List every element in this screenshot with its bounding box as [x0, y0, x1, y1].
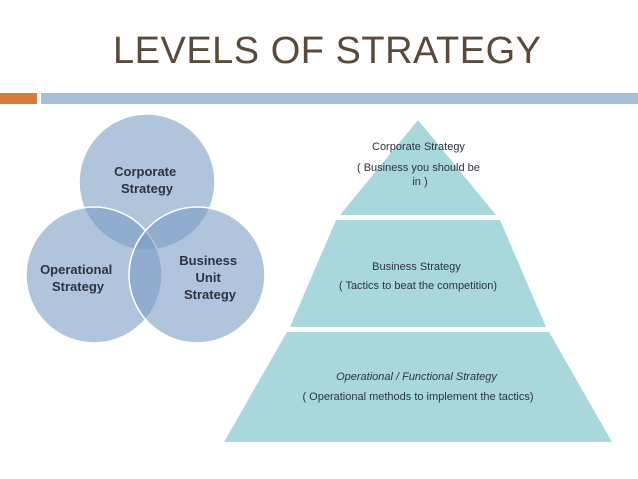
- pyramid-diagram: Corporate Strategy ( Business you should…: [224, 120, 612, 442]
- venn-corporate-line-2: Strategy: [121, 181, 174, 196]
- pyramid-middle-line-2: ( Tactics to beat the competition): [339, 280, 497, 292]
- venn-diagram: Corporate Strategy Operational Strategy …: [25, 113, 266, 344]
- accent-bar-orange: [0, 93, 37, 104]
- pyramid-top-line-3: in ): [412, 176, 427, 188]
- venn-circle-business-unit: [128, 206, 266, 344]
- slide-title: LEVELS OF STRATEGY: [113, 30, 542, 72]
- pyramid-top-line-2: ( Business you should be: [357, 162, 480, 174]
- venn-label-operational: Operational Strategy: [40, 262, 116, 294]
- venn-corporate-line-1: Corporate: [114, 164, 176, 179]
- venn-operational-line-2: Strategy: [52, 279, 105, 294]
- venn-business-line-1: Business: [179, 253, 237, 268]
- venn-business-line-3: Strategy: [184, 287, 237, 302]
- pyramid-tier-middle: [290, 220, 546, 327]
- pyramid-tier-bottom: [224, 332, 612, 442]
- pyramid-bottom-line-2: ( Operational methods to implement the t…: [302, 391, 533, 403]
- venn-label-corporate: Corporate Strategy: [114, 164, 180, 196]
- pyramid-label-bottom: Operational / Functional Strategy ( Oper…: [302, 371, 533, 403]
- venn-operational-line-1: Operational: [40, 262, 112, 277]
- pyramid-label-middle: Business Strategy ( Tactics to beat the …: [339, 261, 497, 292]
- venn-business-line-2: Unit: [196, 270, 222, 285]
- pyramid-label-top: Corporate Strategy ( Business you should…: [357, 141, 483, 188]
- pyramid-tier-top: [340, 120, 496, 215]
- venn-label-business-unit: Business Unit Strategy: [179, 253, 240, 302]
- accent-bar-blue: [41, 93, 638, 104]
- pyramid-middle-line-1: Business Strategy: [372, 261, 461, 273]
- pyramid-bottom-line-1: Operational / Functional Strategy: [336, 371, 498, 383]
- pyramid-top-line-1: Corporate Strategy: [372, 141, 465, 153]
